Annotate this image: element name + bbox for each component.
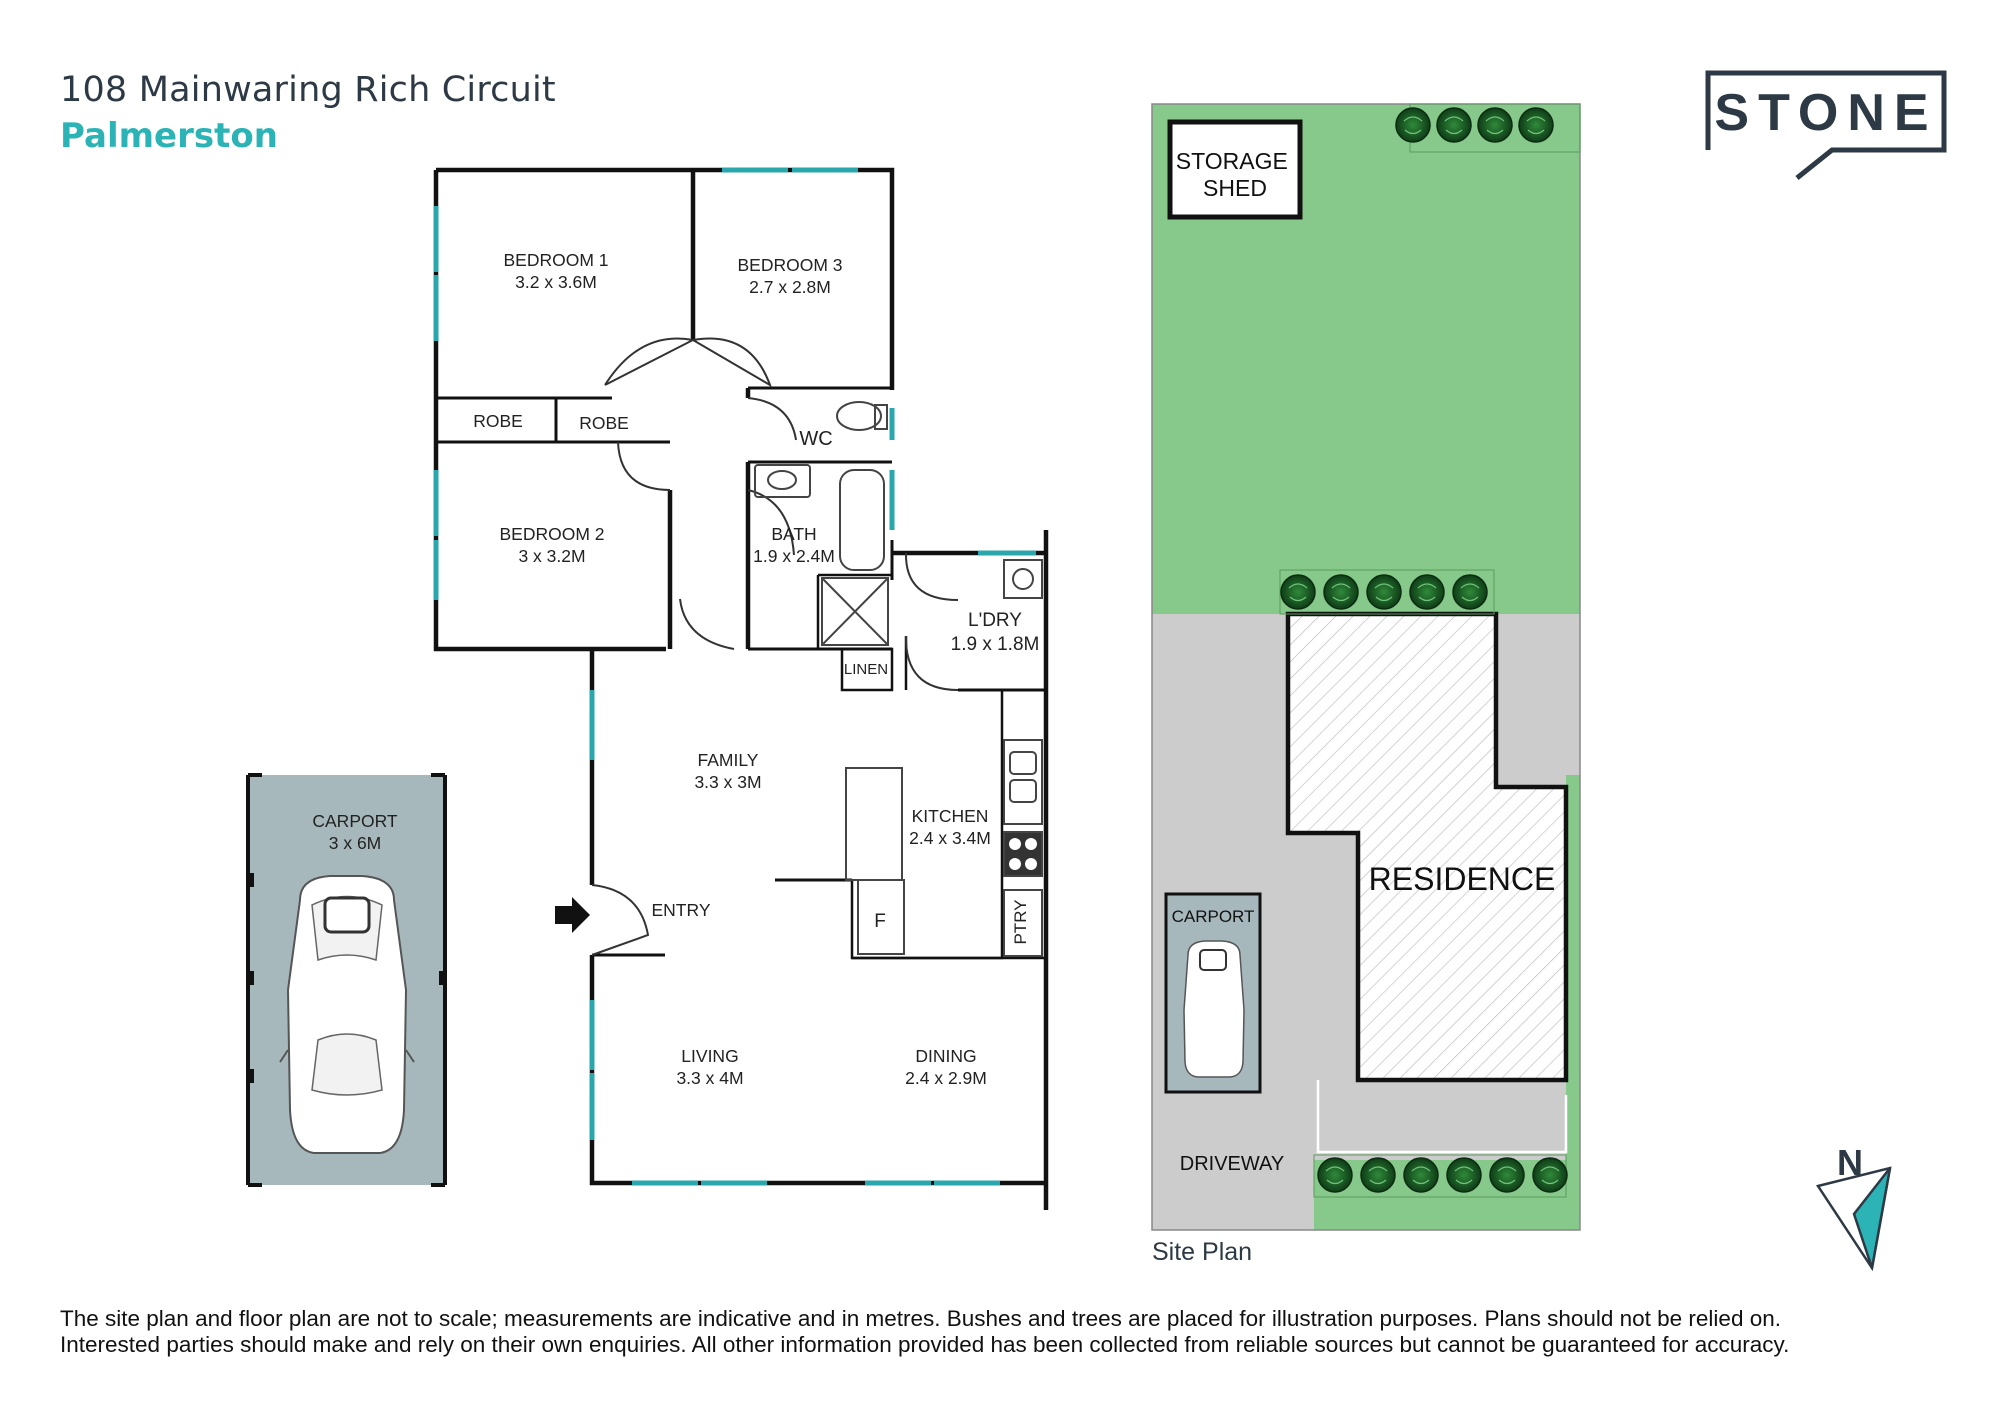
driveway-label: DRIVEWAY [1180,1153,1284,1175]
room-size-living: 3.3 x 4M [676,1068,743,1088]
room-size-dining: 2.4 x 2.9M [905,1068,987,1088]
residence-outline [1285,611,1569,1083]
bushes [1279,103,1581,1198]
bush-icon [1446,1157,1482,1193]
bush-icon [1518,107,1554,143]
bush-highlight [1460,583,1480,602]
bush-icon [1403,1157,1439,1193]
fridge-label: F [874,911,886,932]
bush-highlight [1331,583,1351,602]
residence-label: RESIDENCE [1369,861,1556,897]
bush-icon [1323,574,1359,610]
site-car-icon [1183,940,1245,1078]
bush-highlight [1526,116,1546,135]
car-icon [279,875,415,1154]
floor-plan [433,167,1049,1210]
disclaimer: The site plan and floor plan are not to … [60,1306,1960,1358]
bush-highlight [1454,1166,1474,1185]
room-size-bath: 1.9 x 2.4M [753,546,835,566]
pantry-label: PTRY [1011,899,1030,944]
site-plan-title: Site Plan [1152,1238,1252,1266]
site-carport: CARPORT [1164,892,1262,1094]
bush-highlight [1540,1166,1560,1185]
north-compass-icon: N [1815,1142,1892,1272]
bush-highlight [1325,1166,1345,1185]
doors [591,337,959,956]
bush-highlight [1485,116,1505,135]
bush-icon [1395,107,1431,143]
disclaimer-line-1: The site plan and floor plan are not to … [60,1306,1781,1331]
room-name-bedroom2: BEDROOM 2 [499,524,604,544]
linen-label: LINEN [844,661,888,678]
room-size-kitchen: 2.4 x 3.4M [909,828,991,848]
bush-icon [1532,1157,1568,1193]
disclaimer-line-2: Interested parties should make and rely … [60,1332,1790,1357]
bush-icon [1409,574,1445,610]
wc-label: WC [799,428,832,450]
bush-icon [1280,574,1316,610]
logo-text: STONE [1714,84,1937,142]
entry-arrow-icon [555,897,590,933]
address-suburb: Palmerston [60,116,278,156]
room-size-bedroom2: 3 x 3.2M [518,546,585,566]
bush-icon [1489,1157,1525,1193]
room-labels: BEDROOM 1 3.2 x 3.6M BEDROOM 3 2.7 x 2.8… [312,250,1039,1088]
storage-shed: STORAGE SHED [1167,119,1303,220]
carport-floor [246,773,447,1187]
bush-icon [1317,1157,1353,1193]
bush-icon [1436,107,1472,143]
stone-logo: STONE [1705,70,1947,180]
bush-highlight [1374,583,1394,602]
room-size-bedroom1: 3.2 x 3.6M [515,272,597,292]
cooktop-icon [1009,838,1037,870]
room-name-bedroom3: BEDROOM 3 [737,255,842,275]
room-name-bath: BATH [771,524,816,544]
room-size-laundry: 1.9 x 1.8M [951,634,1040,655]
bush-highlight [1497,1166,1517,1185]
bush-highlight [1411,1166,1431,1185]
site-plan: STORAGE SHED RESIDENCE CARPORT DRIVEWAY [1151,103,1581,1231]
bush-highlight [1288,583,1308,602]
room-name-kitchen: KITCHEN [912,806,989,826]
room-name-dining: DINING [915,1046,976,1066]
room-size-family: 3.3 x 3M [694,772,761,792]
room-size-carport: 3 x 6M [329,833,382,853]
windows [433,167,1036,1186]
room-name-carport: CARPORT [312,811,398,831]
room-name-family: FAMILY [698,750,759,770]
bush-icon [1366,574,1402,610]
room-name-laundry: L'DRY [968,610,1022,631]
site-carport-label: CARPORT [1172,907,1255,926]
bush-highlight [1403,116,1423,135]
room-name-bedroom1: BEDROOM 1 [503,250,608,270]
robe-label-1: ROBE [473,411,523,431]
bush-icon [1360,1157,1396,1193]
bush-highlight [1368,1166,1388,1185]
storage-shed-label: STORAGE SHED [1176,148,1294,201]
room-size-bedroom3: 2.7 x 2.8M [749,277,831,297]
fixtures [754,401,1043,957]
robe-label-2: ROBE [579,413,629,433]
bush-icon [1452,574,1488,610]
bush-highlight [1444,116,1464,135]
address-street: 108 Mainwaring Rich Circuit [60,70,556,110]
bush-icon [1477,107,1513,143]
room-name-living: LIVING [681,1046,738,1066]
bush-highlight [1417,583,1437,602]
entry-label: ENTRY [652,900,711,920]
